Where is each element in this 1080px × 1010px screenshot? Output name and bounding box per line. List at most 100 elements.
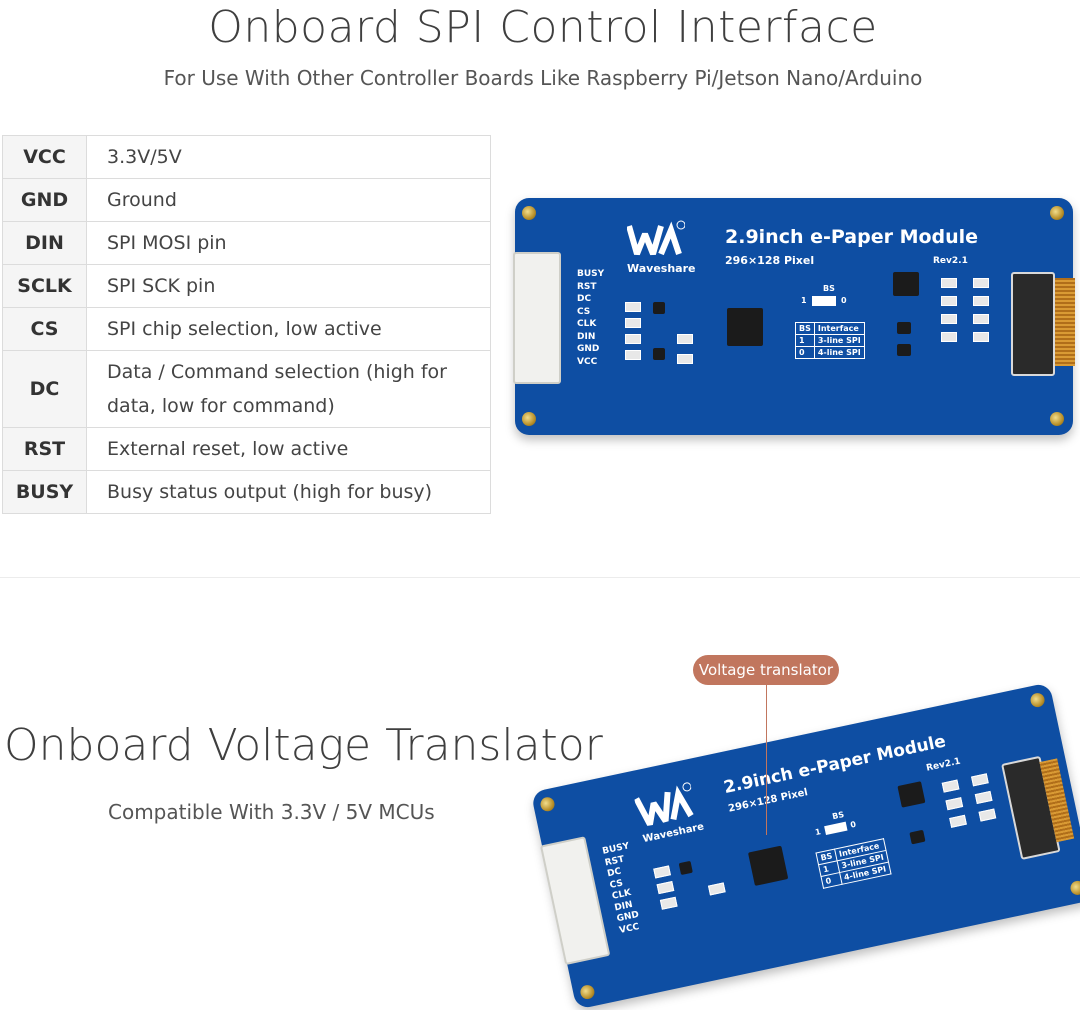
pin-label: BUSY: [577, 269, 605, 279]
bs-left-label: 1: [814, 827, 822, 838]
bs-label: BS: [823, 284, 835, 293]
pin-name: DC: [2, 350, 87, 428]
smd-component: [625, 302, 641, 312]
bs-cell: 3-line SPI: [813, 334, 865, 347]
smd-component: [941, 296, 957, 306]
pin-name: BUSY: [2, 470, 87, 514]
pin-desc: SPI SCK pin: [86, 264, 491, 308]
smd-component: [625, 350, 641, 360]
smd-component: [973, 278, 989, 288]
level-shifter-chip: [727, 308, 763, 346]
smd-component: [656, 881, 675, 895]
smd-component: [707, 882, 726, 896]
screw-hole: [1029, 691, 1046, 709]
bs-cell: 0: [795, 346, 815, 359]
screw-hole: [579, 983, 596, 1001]
smd-component: [941, 779, 960, 793]
pin-label-list: BUSY RST DC CS CLK DIN GND VCC: [577, 268, 604, 368]
pin-header-connector: [513, 252, 561, 384]
screw-hole: [539, 795, 556, 813]
pin-desc: SPI chip selection, low active: [86, 307, 491, 351]
pin-desc: Busy status output (high for busy): [86, 470, 491, 514]
bs-label: BS: [831, 809, 845, 822]
smd-component: [625, 318, 641, 328]
bs-cell: 1: [795, 334, 815, 347]
epaper-board-image: Waveshare 2.9inch e-Paper Module 296×128…: [513, 198, 1075, 435]
smd-component: [971, 773, 989, 787]
smd-component: [973, 332, 989, 342]
smd-component: [659, 896, 678, 910]
pin-label: CLK: [577, 319, 597, 329]
waveshare-logo-icon: [633, 782, 694, 826]
board-name: 2.9inch e-Paper Module: [725, 226, 979, 248]
section-subtitle-spi: For Use With Other Controller Boards Lik…: [163, 66, 923, 90]
pin-desc: 3.3V/5V: [86, 135, 491, 179]
smd-component: [941, 314, 957, 324]
smd-component: [941, 332, 957, 342]
pin-desc: Ground: [86, 178, 491, 222]
smd-component: [973, 314, 989, 324]
pin-desc: External reset, low active: [86, 427, 491, 471]
smd-component: [949, 814, 967, 828]
pin-name: DIN: [2, 221, 87, 265]
epaper-board-image-angled: Waveshare 2.9inch e-Paper Module 296×128…: [530, 682, 1080, 1010]
pin-name: RST: [2, 427, 87, 471]
smd-component: [897, 322, 911, 334]
bs-switch: [824, 821, 848, 836]
pin-name: CS: [2, 307, 87, 351]
bs-switch: [812, 296, 836, 306]
voltage-translator-callout: Voltage translator: [693, 655, 839, 685]
transistor: [653, 348, 665, 360]
fpc-connector: [1011, 272, 1055, 376]
transistor: [678, 860, 693, 876]
section-title-spi: Onboard SPI Control Interface: [208, 2, 878, 53]
section-subtitle-voltage: Compatible With 3.3V / 5V MCUs: [108, 800, 435, 824]
screw-hole: [522, 206, 536, 220]
pin-label: DC: [577, 294, 592, 304]
smd-component: [653, 865, 671, 879]
pin-desc: Data / Command selection (high for data,…: [86, 350, 491, 428]
smd-component: [897, 344, 911, 356]
section-title-voltage: Onboard Voltage Translator: [4, 720, 603, 771]
screw-hole: [522, 412, 536, 426]
pin-label: GND: [577, 344, 600, 354]
smd-component: [677, 334, 693, 344]
bs-left-label: 1: [801, 296, 807, 305]
bs-header: BS: [795, 322, 815, 335]
level-shifter-chip: [747, 845, 789, 886]
smd-component: [941, 278, 957, 288]
smd-component: [945, 797, 964, 811]
transistor: [653, 302, 665, 314]
pin-name: VCC: [2, 135, 87, 179]
waveshare-logo-icon: [627, 220, 685, 256]
screw-hole: [1050, 412, 1064, 426]
callout-leader-line: [766, 685, 767, 835]
section-divider: [0, 577, 1080, 578]
brand-name: Waveshare: [627, 262, 696, 275]
board-resolution: 296×128 Pixel: [725, 254, 815, 267]
screw-hole: [1050, 206, 1064, 220]
smd-component: [909, 829, 926, 845]
bs-right-label: 0: [841, 296, 847, 305]
smd-component: [978, 808, 997, 822]
smd-component: [973, 296, 989, 306]
board-revision: Rev2.1: [925, 756, 962, 774]
smd-component: [677, 354, 693, 364]
smd-component: [625, 334, 641, 344]
pin-label-list: BUSY RST DC CS CLK DIN GND VCC: [602, 841, 648, 937]
pin-label: CS: [577, 306, 591, 317]
pin-label: DIN: [577, 331, 596, 342]
bs-cell: 4-line SPI: [813, 346, 865, 359]
board-revision: Rev2.1: [933, 256, 968, 266]
